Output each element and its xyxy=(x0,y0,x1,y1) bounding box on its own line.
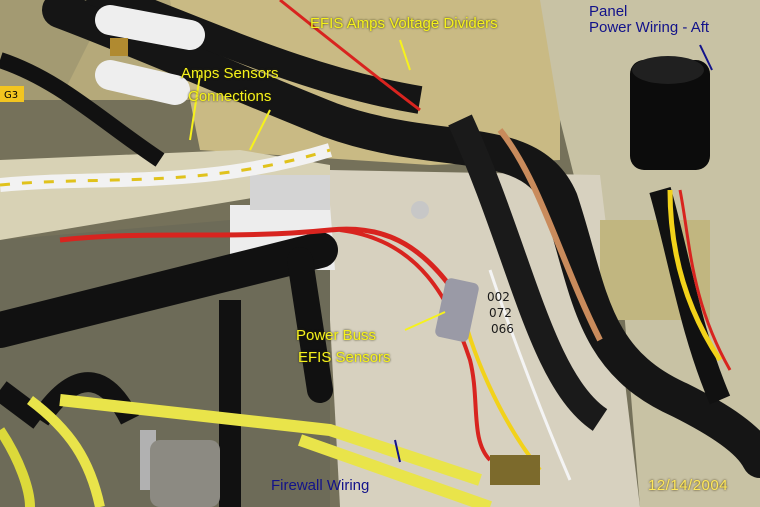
white-wire-bundle xyxy=(0,143,333,192)
red-wire-2 xyxy=(339,228,492,462)
label-amps-sensors-2: Connections xyxy=(188,88,272,105)
label-amps-sensors-1: Amps Sensors xyxy=(181,65,279,82)
brass-nut xyxy=(110,38,128,56)
mounting-bolt xyxy=(411,201,429,219)
yellow-wire-panel xyxy=(667,189,723,362)
component-code-3: 066 xyxy=(491,322,514,336)
grey-connector xyxy=(435,278,479,342)
brass-fitting xyxy=(490,455,540,485)
rudder-pedal xyxy=(150,440,220,507)
white-sleeve-middle xyxy=(95,60,190,105)
g3-sign xyxy=(0,86,24,102)
pointer-panel xyxy=(699,44,713,71)
red-wire-panel xyxy=(678,189,732,371)
date-stamp: 12/14/2004 xyxy=(648,477,729,494)
black-tube-lower xyxy=(0,381,47,429)
pointer-efis-amps xyxy=(399,39,411,71)
black-tube-diagonal xyxy=(287,247,333,403)
component-code-1: 002 xyxy=(487,290,510,304)
label-panel-1: Panel xyxy=(589,3,628,20)
pointer-firewall xyxy=(394,439,401,463)
label-firewall: Firewall Wiring xyxy=(271,477,370,494)
main-harness xyxy=(42,0,760,478)
fuel-line-1 xyxy=(26,396,105,507)
red-wire-1 xyxy=(59,226,463,302)
fuel-line-3 xyxy=(298,434,492,507)
label-panel-2: Power Wiring - Aft xyxy=(589,19,710,36)
red-wire-top xyxy=(279,0,421,112)
pointer-power-buss xyxy=(404,311,446,331)
upper-harness xyxy=(85,0,423,114)
fuel-line-2 xyxy=(59,394,482,486)
white-sleeve-top xyxy=(95,5,205,50)
coax-cable xyxy=(497,128,603,342)
label-power-buss-1: Power Buss xyxy=(296,327,377,344)
pointer-amps-sensors-1 xyxy=(189,74,201,141)
black-cable-left xyxy=(0,52,165,167)
pointer-amps-sensors-2 xyxy=(249,109,271,151)
fuel-line-4 xyxy=(0,427,35,507)
component-code-2: 072 xyxy=(489,306,512,320)
white-wire xyxy=(488,269,572,481)
aluminum-bracket xyxy=(250,175,330,210)
label-efis-amps: EFIS Amps Voltage Dividers xyxy=(310,15,498,32)
black-tube-horizontal xyxy=(0,232,338,348)
harness-branch xyxy=(448,114,608,431)
panel-connector xyxy=(630,60,710,170)
g3-sign-text: G3 xyxy=(4,90,18,101)
label-power-buss-2: EFIS Sensors xyxy=(298,349,391,366)
connector-face xyxy=(632,56,704,84)
